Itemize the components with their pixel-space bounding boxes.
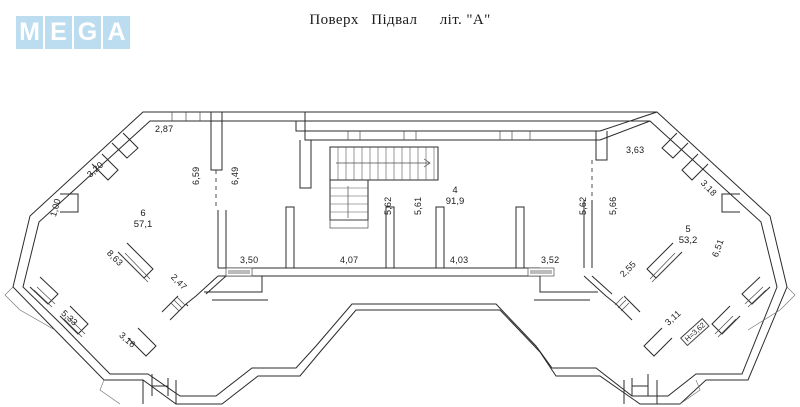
wing-secondary-outline (4, 286, 796, 405)
left-entrance (142, 374, 177, 404)
dashed-partitions (215, 160, 593, 210)
outer-wall-outline (12, 111, 788, 405)
logo-letter-e: E (45, 16, 72, 49)
stair-treads-lower (330, 187, 368, 213)
dimension-6-49: 6,49 (230, 166, 240, 185)
dimension-3-52: 3,52 (541, 255, 560, 265)
right-diagonal-limb (615, 295, 641, 321)
right-diagonal-limb-hatch (614, 296, 630, 312)
dimension-6-59: 6,59 (191, 166, 201, 185)
room-label-4: 4 91,9 (434, 185, 476, 207)
room-5-area: 53,2 (678, 235, 698, 246)
left-diagonal-limb (161, 295, 187, 321)
page-title: Поверх Підвал літ. "А" (0, 12, 800, 29)
room-divider-fins (285, 206, 525, 269)
corridor-openings (225, 267, 555, 277)
dimension-3-63: 3,63 (626, 145, 645, 155)
dimension-5-62-left: 5,62 (383, 196, 393, 215)
logo-letter-g: G (74, 16, 101, 49)
dimension-5-66: 5,66 (608, 196, 618, 215)
title-basement-word: Підвал (371, 12, 418, 28)
logo-letter-m: M (16, 16, 43, 49)
room-6-area: 57,1 (133, 219, 153, 230)
mega-logo: M E G A (16, 16, 130, 49)
room-5-number: 5 (685, 224, 691, 235)
title-floor-word: Поверх (309, 12, 359, 28)
dimension-3-50: 3,50 (240, 255, 259, 265)
left-wing-window-hatch (33, 252, 151, 338)
dimension-5-62-right: 5,62 (578, 196, 588, 215)
dimension-4-03: 4,03 (450, 255, 469, 265)
left-wing-walls (29, 132, 157, 357)
dimension-5-61: 5,61 (413, 196, 423, 215)
right-wing-window-hatch (649, 252, 767, 338)
left-diagonal-limb-hatch (170, 296, 186, 312)
stair-direction-arrow (336, 158, 431, 218)
room-6-number: 6 (140, 208, 146, 219)
room-label-6: 6 57,1 (123, 208, 163, 230)
room-4-number: 4 (452, 185, 458, 196)
staircase (329, 146, 439, 229)
stair-treads-upper (337, 147, 435, 180)
right-entrance (623, 374, 658, 404)
dimension-2-87: 2,87 (155, 124, 174, 134)
logo-letter-a: A (103, 16, 130, 49)
dimension-4-07: 4,07 (340, 255, 359, 265)
title-letter-designation: літ. "А" (439, 12, 491, 28)
top-wall-openings (171, 112, 597, 140)
top-piers (210, 112, 608, 189)
inner-wall-outline (22, 120, 778, 397)
room-label-5: 5 53,2 (668, 224, 708, 246)
room-4-area: 91,9 (445, 196, 465, 207)
corridor-walls (217, 200, 593, 277)
bottom-central-bay (185, 275, 617, 307)
top-wall-band (143, 111, 658, 141)
